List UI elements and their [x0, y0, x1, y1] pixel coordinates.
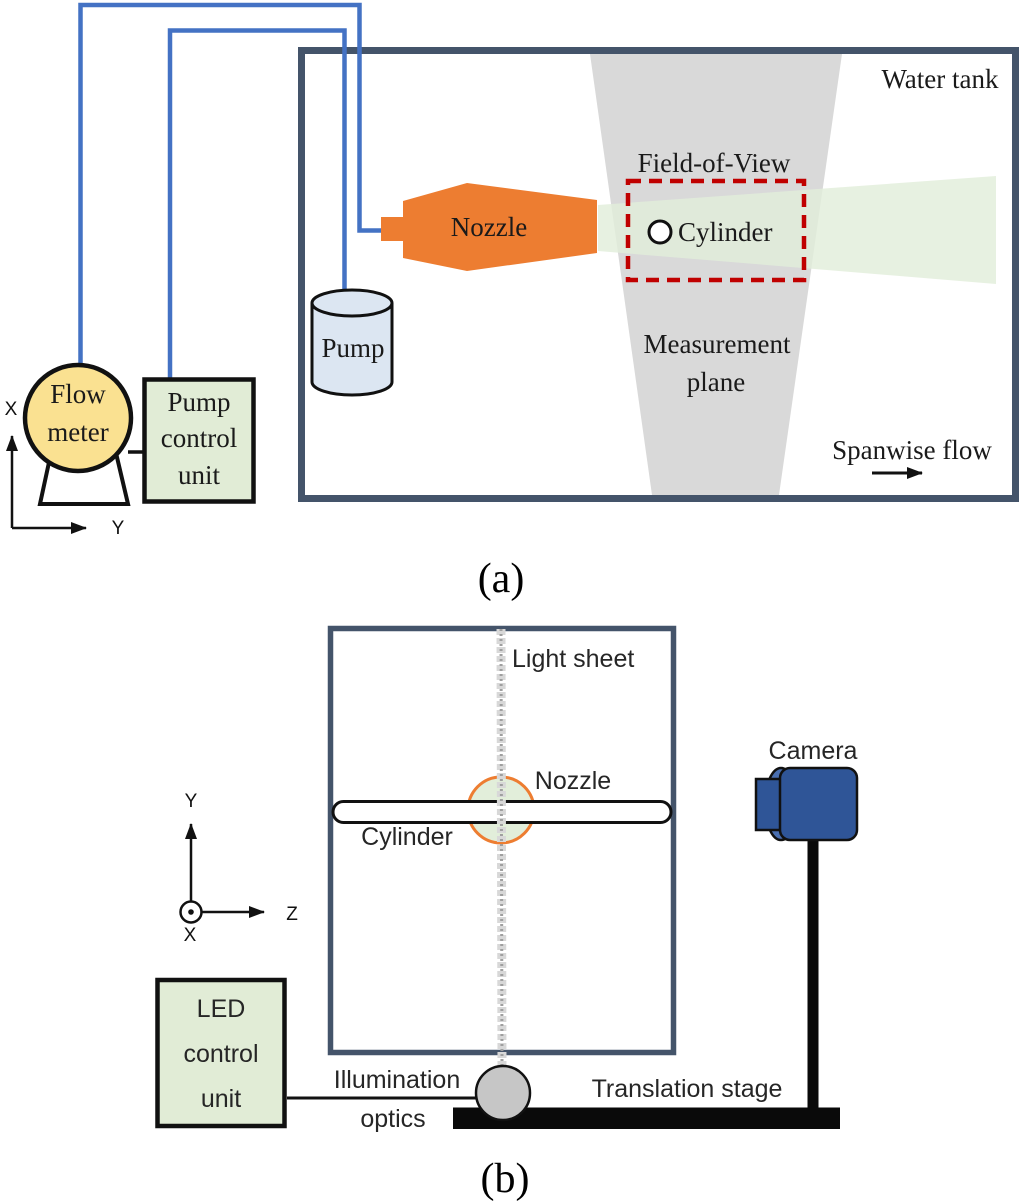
measurement-plane-label-2: plane	[687, 367, 745, 397]
panel-a: Nozzle Pump Field-of-View Cylinder Measu…	[5, 2, 1019, 602]
led-control-label-1: LED	[197, 995, 246, 1023]
spanwise-flow-label: Spanwise flow	[832, 435, 992, 465]
illumination-optics-circle	[474, 1064, 532, 1122]
pump-label: Pump	[321, 333, 384, 363]
water-tank-label: Water tank	[881, 64, 999, 94]
light-sheet-line	[496, 628, 507, 1068]
cylinder-dot	[647, 219, 673, 245]
cylinder-label-a: Cylinder	[678, 217, 773, 247]
nozzle-label-b: Nozzle	[535, 767, 611, 795]
pump-control-unit-box	[142, 377, 256, 504]
pump-shape	[310, 288, 394, 397]
field-of-view-box	[625, 178, 807, 283]
pump-control-label-2: control	[161, 423, 237, 453]
measurement-plane-label-1: Measurement	[644, 329, 791, 359]
caption-a: (a)	[478, 556, 525, 602]
field-of-view-label: Field-of-View	[638, 148, 791, 178]
axes-a: X Y	[5, 399, 125, 539]
illumination-optics-label-1: Illumination	[334, 1066, 460, 1094]
camera-label: Camera	[769, 737, 858, 765]
led-control-unit-box	[155, 977, 287, 1129]
axis-a-vertical-label: X	[5, 399, 18, 420]
translation-stage-label: Translation stage	[592, 1075, 783, 1103]
axis-b-out-of-plane-label: X	[184, 925, 197, 946]
axes-b: Y Z X	[179, 791, 298, 946]
light-sheet-label: Light sheet	[512, 645, 634, 673]
pump-control-label-1: Pump	[167, 387, 230, 417]
nozzle-body-a	[403, 183, 597, 271]
cylinder-label-b: Cylinder	[361, 823, 453, 851]
caption-b: (b)	[481, 1156, 530, 1201]
led-control-label-3: unit	[201, 1085, 241, 1113]
measurement-plane	[590, 54, 842, 495]
flow-meter-label-2: meter	[47, 417, 108, 447]
axis-a-horizontal-label: Y	[112, 518, 125, 539]
axis-b-vertical-label: Y	[185, 791, 198, 812]
camera-pole	[807, 840, 819, 1110]
nozzle-label-a: Nozzle	[451, 212, 527, 242]
axis-b-horizontal-label: Z	[286, 904, 298, 925]
pump-wire	[167, 28, 347, 378]
light-sheet-wedge	[598, 176, 996, 284]
flow-meter	[22, 362, 134, 474]
panel-b: Light sheet Nozzle Cylinder Camera Trans…	[155, 625, 859, 1201]
pump-control-label-3: unit	[178, 460, 221, 490]
flow-meter-wire	[78, 2, 383, 364]
illumination-optics-label-2: optics	[360, 1105, 425, 1133]
flow-meter-label-1: Flow	[50, 379, 106, 409]
led-control-label-2: control	[183, 1040, 258, 1068]
camera-shape	[754, 766, 859, 842]
nozzle-inlet	[381, 217, 405, 241]
translation-stage-bar	[453, 1107, 840, 1129]
